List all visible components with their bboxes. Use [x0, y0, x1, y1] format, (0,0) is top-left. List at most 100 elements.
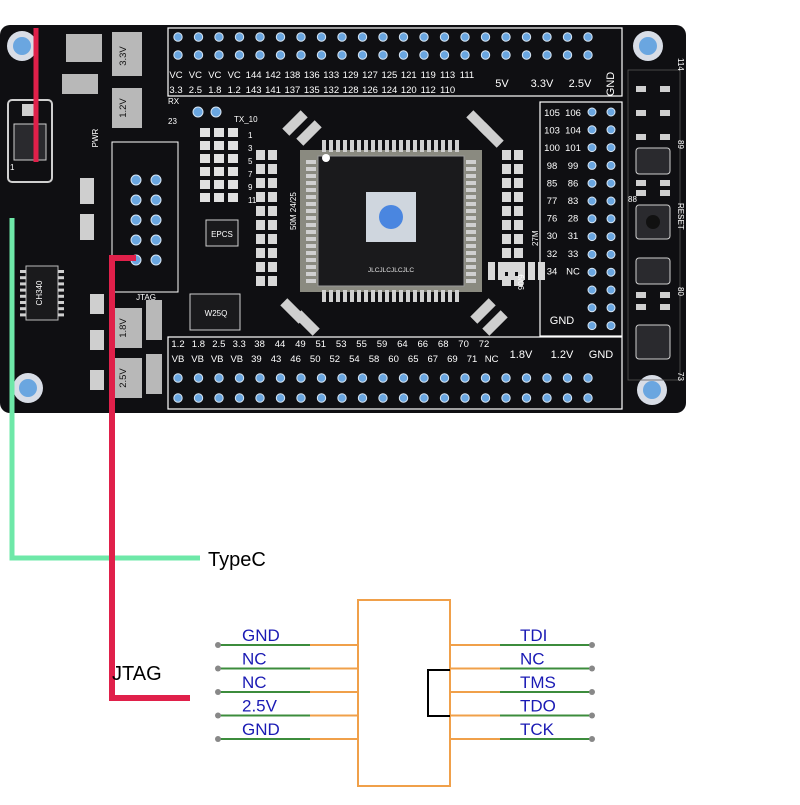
header-pin: [193, 50, 204, 60]
right-button-area: 114 89 88 RESET 80 73: [627, 58, 685, 381]
label-88: 88: [628, 195, 637, 204]
chip-pin: [406, 140, 410, 152]
bottom-header-label: VB: [191, 354, 204, 365]
button-89: [635, 147, 671, 175]
connector-pin-end: [215, 642, 221, 648]
header-pin: [606, 160, 616, 170]
header-pin: [234, 373, 245, 383]
chip-pin: [306, 174, 316, 178]
smd-pad: [214, 193, 224, 202]
ch340-pin: [58, 313, 64, 317]
chip-pin: [357, 140, 361, 152]
ch340-body: [25, 265, 59, 321]
chip-pin: [434, 290, 438, 302]
bottom-header-label: 49: [295, 339, 306, 350]
chip-pin: [306, 188, 316, 192]
smd-pad: [214, 180, 224, 189]
header-pin: [234, 32, 245, 42]
top-header-label: 126: [362, 85, 378, 96]
header-pin: [398, 50, 409, 60]
mounting-hole-pad: [639, 37, 657, 55]
resistor: [502, 164, 511, 174]
resistor: [514, 178, 523, 188]
resistor: [256, 192, 265, 202]
header-pin: [587, 178, 597, 188]
header-pin: [501, 50, 511, 60]
header-pin: [501, 373, 511, 383]
header-pin: [606, 196, 616, 206]
chip-pin: [466, 160, 476, 164]
resistor: [514, 276, 523, 286]
header-pin: [587, 107, 597, 117]
header-pin: [378, 393, 388, 403]
header-pin: [255, 50, 265, 60]
chip-pin: [466, 202, 476, 206]
epcs-label: EPCS: [211, 230, 233, 239]
smd-component: [80, 178, 94, 204]
bottom-header-label: 2.5: [212, 339, 225, 350]
chip-pin: [378, 290, 382, 302]
bottom-header-label: 44: [275, 339, 286, 350]
ch340-pin: [20, 270, 26, 273]
header-pin: [562, 32, 573, 42]
top-header-label: 136: [304, 70, 320, 81]
header-pin: [193, 32, 204, 42]
ch340-pin: [20, 294, 26, 298]
resistor: [514, 192, 523, 202]
resistor: [256, 164, 265, 174]
connector-pin-end: [589, 736, 595, 742]
resistor: [268, 178, 277, 188]
resistor: [256, 234, 265, 244]
bottom-header-pins-row2: [173, 393, 593, 403]
connector-key: [427, 669, 450, 717]
header-pin: [606, 321, 616, 331]
top-header-label: 141: [265, 85, 281, 96]
header-pin: [214, 373, 224, 383]
header-pin: [587, 249, 597, 259]
header-pin: [542, 393, 552, 403]
header-pin: [542, 373, 552, 383]
typec-socket: [13, 123, 47, 161]
connector-left-pin-label: GND: [242, 720, 280, 739]
chip-pin: [357, 290, 361, 302]
jtag-header-outline: [111, 141, 179, 293]
resistor: [256, 262, 265, 272]
chip-pin: [466, 279, 476, 283]
chip-pin: [466, 223, 476, 227]
bottom-header-label: VB: [172, 354, 185, 365]
chip-marking: JLCJLCJLCJLC: [368, 267, 415, 274]
header-pin: [378, 50, 388, 60]
smd-pad: [228, 141, 238, 150]
right-header-label: 32: [547, 249, 558, 260]
jtag-wire-line: [109, 255, 190, 701]
mounting-hole-pad: [643, 381, 661, 399]
header-pin: [606, 143, 616, 153]
header-pin: [587, 214, 597, 224]
chip-pin: [306, 223, 316, 227]
top-header-label: 143: [246, 85, 262, 96]
resistor: [268, 192, 277, 202]
header-pin: [542, 32, 552, 42]
header-pin: [606, 249, 616, 259]
chip-pin: [466, 174, 476, 178]
label-1: 1: [10, 163, 15, 172]
ch340-pin: [20, 313, 26, 317]
regulator-25: [112, 358, 142, 398]
bottom-rail-label: 1.2V: [551, 349, 574, 361]
rx-pad: [192, 106, 204, 118]
bottom-header-label: 1.2: [171, 339, 184, 350]
top-header-label: VC: [169, 70, 182, 81]
smd-pad: [660, 134, 670, 140]
bottom-header-label: 72: [479, 339, 490, 350]
header-pin: [439, 393, 450, 403]
top-header-label: 111: [460, 70, 474, 81]
right-header-label: 28: [568, 214, 579, 225]
right-header-label: 33: [568, 249, 579, 260]
header-pin: [193, 393, 204, 403]
